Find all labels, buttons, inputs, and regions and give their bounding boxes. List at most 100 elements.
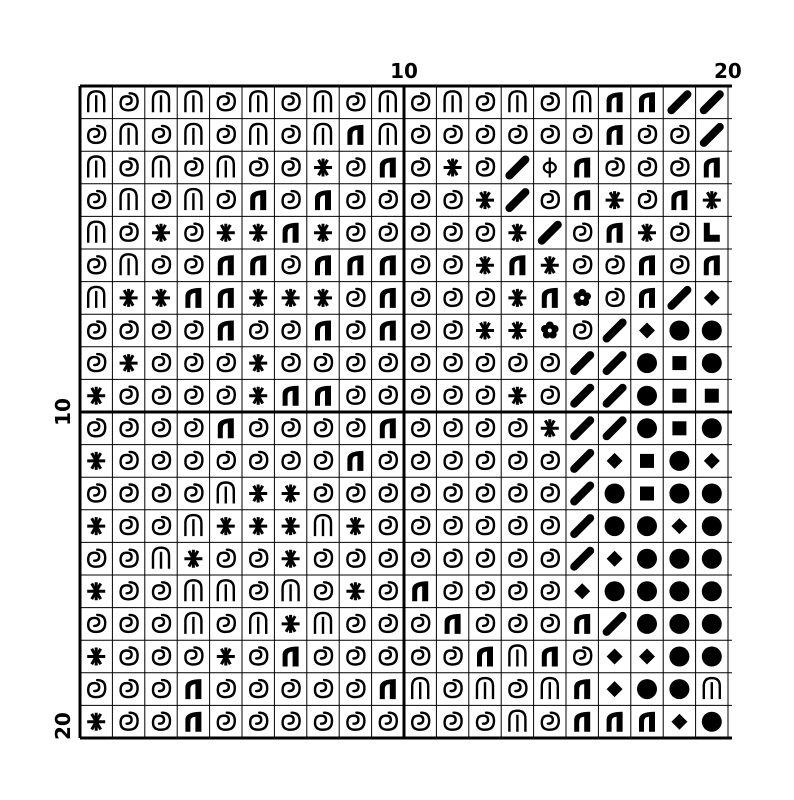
- spiral-icon-cell: [475, 515, 496, 536]
- spiral-icon-cell: [313, 548, 334, 568]
- asterisk-icon-cell: [702, 191, 721, 210]
- arch-icon-cell: [184, 611, 203, 634]
- quarter-fill-icon-cell: [347, 450, 364, 471]
- spiral-icon-cell: [605, 287, 625, 308]
- arch-icon-cell: [216, 481, 235, 504]
- spiral-icon-cell: [216, 189, 237, 210]
- spiral-icon-cell: [443, 483, 463, 503]
- spiral-icon-cell: [119, 711, 139, 731]
- asterisk-icon-cell: [314, 223, 332, 242]
- circle-icon-cell: [701, 711, 722, 732]
- arch-icon-cell: [184, 513, 203, 537]
- quarter-fill-icon-cell: [639, 287, 655, 308]
- spiral-icon-cell: [313, 678, 334, 699]
- arch-icon-cell: [216, 155, 235, 178]
- spiral-icon-cell: [475, 352, 496, 373]
- spiral-icon-cell: [508, 352, 528, 373]
- spiral-icon-cell: [216, 385, 237, 405]
- asterisk-icon-cell: [249, 223, 268, 242]
- spiral-icon-cell: [443, 352, 463, 373]
- spiral-icon-cell: [475, 548, 496, 568]
- spiral-icon-cell: [248, 320, 269, 340]
- spiral-icon-cell: [216, 548, 237, 568]
- quarter-fill-icon-cell: [574, 613, 591, 634]
- asterisk-icon-cell: [119, 288, 138, 307]
- spiral-icon-cell: [184, 222, 204, 242]
- asterisk-icon-cell: [281, 614, 300, 633]
- spiral-icon-cell: [540, 124, 561, 145]
- spiral-icon-cell: [378, 450, 399, 471]
- spiral-icon-cell: [378, 711, 399, 731]
- arch-icon-cell: [313, 90, 333, 113]
- spiral-icon-cell: [605, 255, 625, 275]
- spiral-icon-cell: [346, 418, 366, 438]
- spiral-icon-cell: [410, 92, 431, 112]
- spiral-icon-cell: [508, 418, 528, 438]
- spiral-icon-cell: [346, 483, 366, 503]
- bar-icon-cell: [570, 448, 595, 473]
- bar-icon-cell: [699, 90, 724, 115]
- quarter-fill-icon-cell: [347, 255, 364, 276]
- arch-icon-cell: [508, 709, 527, 732]
- diamond-icon-cell: [606, 550, 623, 567]
- spiral-icon-cell: [670, 157, 690, 177]
- spiral-icon-cell: [410, 352, 431, 373]
- arch-icon-cell: [281, 579, 300, 602]
- spiral-icon-cell: [151, 515, 172, 536]
- circle-icon-cell: [637, 385, 657, 406]
- asterisk-icon-cell: [281, 517, 300, 536]
- square-icon-cell: [704, 388, 719, 403]
- spiral-icon-cell: [184, 255, 204, 275]
- asterisk-icon-cell: [184, 549, 203, 568]
- arch-icon-cell: [443, 90, 462, 113]
- asterisk-icon-cell: [119, 354, 138, 373]
- spiral-icon-cell: [670, 222, 690, 242]
- spiral-icon-cell: [508, 581, 528, 601]
- spiral-icon-cell: [281, 678, 301, 699]
- spiral-icon-cell: [313, 646, 334, 666]
- quarter-fill-icon-cell: [574, 190, 591, 211]
- circle-icon-cell: [701, 516, 722, 537]
- arch-icon-cell: [249, 90, 268, 113]
- spiral-icon-cell: [313, 483, 334, 503]
- spiral-icon-cell: [410, 711, 431, 731]
- spiral-icon-cell: [475, 450, 496, 471]
- arch-icon-cell: [540, 676, 559, 700]
- arch-icon-cell: [184, 122, 203, 145]
- spiral-icon-cell: [378, 352, 399, 373]
- quarter-fill-icon-cell: [185, 287, 202, 308]
- spiral-icon-cell: [508, 613, 528, 634]
- spiral-icon-cell: [86, 418, 107, 438]
- circle-icon-cell: [637, 581, 657, 602]
- asterisk-icon-cell: [346, 582, 365, 601]
- asterisk-icon-cell: [87, 647, 106, 666]
- asterisk-icon-cell: [249, 484, 268, 503]
- diamond-icon-cell: [703, 289, 720, 306]
- arch-icon-cell: [573, 90, 592, 113]
- spiral-icon-cell: [119, 92, 139, 112]
- arch-icon-cell: [87, 90, 106, 113]
- arch-icon-cell: [184, 90, 203, 113]
- square-icon-cell: [640, 486, 654, 501]
- quarter-fill-icon-cell: [315, 385, 331, 406]
- circle-icon-cell: [669, 548, 690, 569]
- bar-icon-cell: [667, 90, 692, 115]
- spiral-icon-cell: [151, 613, 172, 634]
- quarter-fill-icon-cell: [606, 92, 623, 113]
- diamond-icon-cell: [639, 648, 655, 665]
- asterisk-icon-cell: [508, 321, 527, 340]
- spiral-icon-cell: [443, 255, 463, 275]
- asterisk-icon-cell: [443, 158, 462, 177]
- bar-icon-cell: [602, 416, 627, 441]
- asterisk-icon-cell: [87, 386, 106, 405]
- diamond-icon-cell: [703, 452, 720, 469]
- spiral-icon-cell: [184, 320, 204, 340]
- circle-icon-cell: [701, 581, 722, 602]
- quarter-fill-icon-cell: [574, 711, 591, 732]
- spiral-icon-cell: [248, 450, 269, 471]
- spiral-icon-cell: [151, 450, 172, 471]
- spiral-icon-cell: [119, 450, 139, 471]
- quarter-fill-icon-cell: [250, 190, 267, 211]
- quarter-fill-icon-cell: [379, 418, 396, 439]
- spiral-icon-cell: [443, 450, 463, 471]
